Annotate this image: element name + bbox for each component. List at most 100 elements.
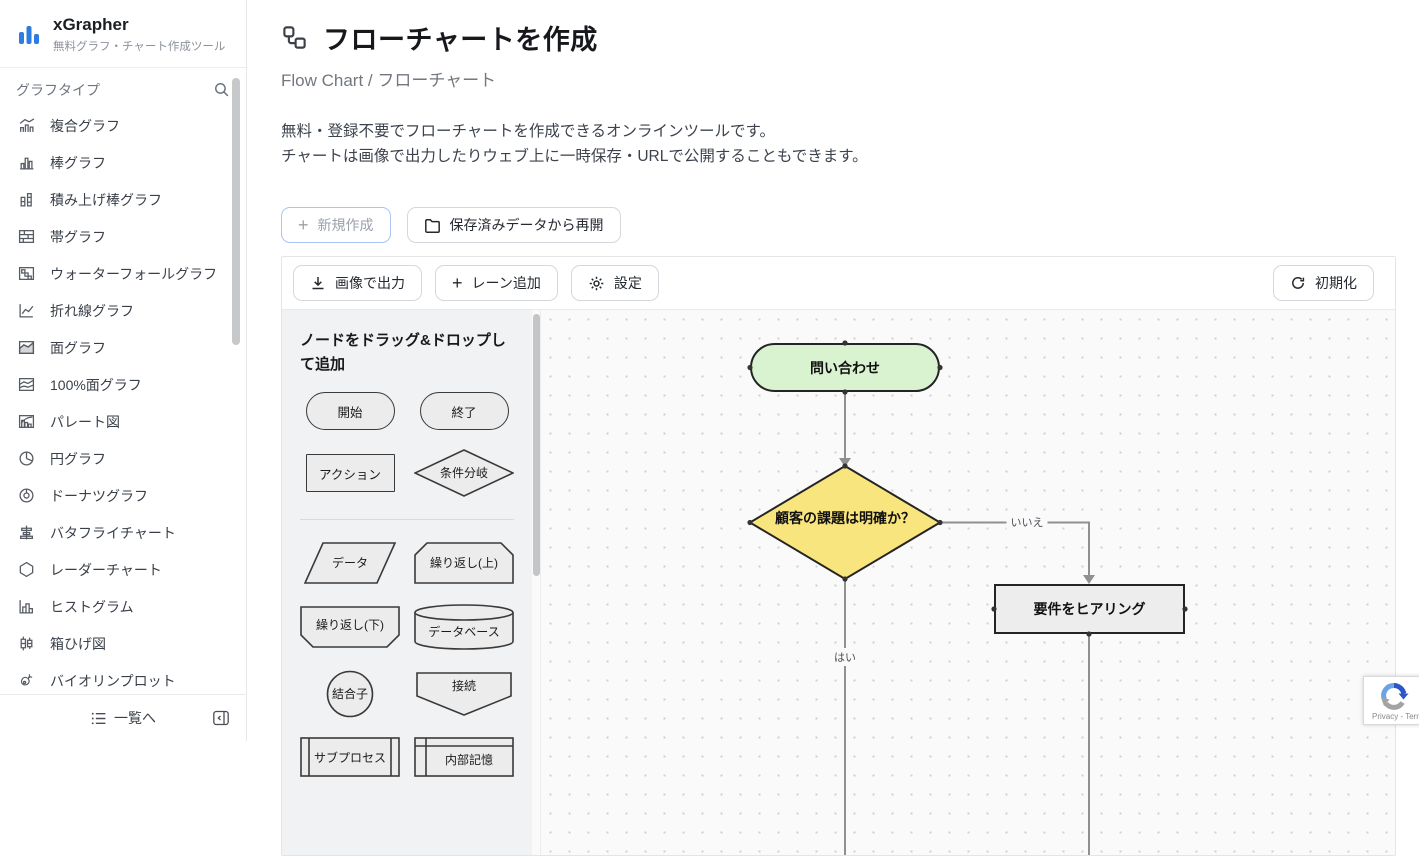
- sidebar-item-line-chart[interactable]: 折れ線グラフ: [0, 292, 246, 329]
- palette-node-label: 条件分岐: [440, 466, 488, 480]
- search-icon[interactable]: [213, 81, 230, 98]
- main-content: フローチャートを作成 Flow Chart / フローチャート 無料・登録不要で…: [247, 0, 1419, 741]
- sidebar-item-label: 積み上げ棒グラフ: [50, 190, 162, 210]
- workflow-icon: [281, 24, 308, 51]
- graph-type-filter-row: [0, 68, 246, 107]
- palette-node-off-page[interactable]: 接続: [416, 672, 512, 716]
- sidebar-item-label: 100%面グラフ: [50, 375, 142, 395]
- new-creation-label: 新規作成: [318, 215, 374, 235]
- canvas-node-start[interactable]: 問い合わせ: [750, 343, 940, 392]
- palette-scrollbar[interactable]: [532, 310, 541, 856]
- palette-node-loop-end[interactable]: 繰り返し(下): [300, 606, 400, 648]
- palette-node-loop-start[interactable]: 繰り返し(上): [414, 542, 514, 584]
- page-title-row: フローチャートを作成: [281, 18, 1396, 57]
- logo-row[interactable]: xGrapher 無料グラフ・チャート作成ツール: [0, 0, 246, 68]
- pie-chart-icon: [18, 450, 35, 467]
- sidebar-item-waterfall-chart[interactable]: ウォーターフォールグラフ: [0, 255, 246, 292]
- sidebar: xGrapher 無料グラフ・チャート作成ツール 複合グラフ 棒グラフ 積み上げ…: [0, 0, 247, 741]
- sidebar-item-histogram[interactable]: ヒストグラム: [0, 588, 246, 625]
- download-icon: [310, 275, 326, 291]
- area-chart-icon: [18, 339, 35, 356]
- sidebar-item-pie-chart[interactable]: 円グラフ: [0, 440, 246, 477]
- sidebar-footer: 一覧へ: [0, 694, 246, 741]
- sidebar-item-label: 折れ線グラフ: [50, 301, 134, 321]
- canvas-node-process[interactable]: 要件をヒアリング: [994, 584, 1185, 634]
- butterfly-chart-icon: [18, 524, 35, 541]
- editor-workspace: ノードをドラッグ&ドロップして追加 開始 終了 アクション 条件分岐 データ: [282, 310, 1395, 856]
- sidebar-item-label: ドーナツグラフ: [50, 486, 148, 506]
- sidebar-item-label: 面グラフ: [50, 338, 106, 358]
- pareto-chart-icon: [18, 413, 35, 430]
- palette-node-label: 終了: [451, 402, 476, 421]
- arrowhead: [839, 458, 851, 467]
- palette-node-connector[interactable]: 結合子: [326, 670, 374, 718]
- list-icon: [90, 710, 107, 727]
- histogram-icon: [18, 598, 35, 615]
- reset-button[interactable]: 初期化: [1273, 265, 1374, 301]
- sidebar-item-radar-chart[interactable]: レーダーチャート: [0, 551, 246, 588]
- xgrapher-logo-icon: [16, 22, 42, 48]
- palette-node-decision[interactable]: 条件分岐: [414, 449, 514, 497]
- refresh-icon: [1290, 275, 1306, 291]
- line-chart-icon: [18, 302, 35, 319]
- box-plot-icon: [18, 635, 35, 652]
- recaptcha-logo: [1378, 680, 1410, 712]
- graph-type-search-input[interactable]: [16, 82, 186, 98]
- page-description: 無料・登録不要でフローチャートを作成できるオンラインツールです。 チャートは画像…: [281, 119, 1396, 169]
- new-creation-button[interactable]: + 新規作成: [281, 207, 391, 243]
- palette-node-database[interactable]: データベース: [414, 603, 514, 651]
- combo-chart-icon: [18, 117, 35, 134]
- palette-node-grid: 開始 終了 アクション 条件分岐 データ 繰り返し(上): [300, 392, 514, 777]
- palette-node-end[interactable]: 終了: [420, 392, 509, 430]
- folder-icon: [424, 217, 441, 234]
- sidebar-item-bar-chart[interactable]: 棒グラフ: [0, 144, 246, 181]
- recaptcha-badge[interactable]: Privacy - Terms: [1363, 676, 1419, 725]
- flowchart-edges-layer: [541, 310, 1395, 856]
- palette-node-subprocess[interactable]: サブプロセス: [300, 737, 400, 777]
- flowchart-editor: 画像で出力 + レーン追加 設定 初期化: [281, 256, 1396, 856]
- reset-label: 初期化: [1315, 273, 1357, 293]
- palette-scrollbar-thumb[interactable]: [533, 314, 540, 576]
- sidebar-item-label: 箱ひげ図: [50, 634, 106, 654]
- sidebar-item-label: 棒グラフ: [50, 153, 106, 173]
- page-title: フローチャートを作成: [323, 18, 598, 57]
- sidebar-item-pareto-chart[interactable]: パレート図: [0, 403, 246, 440]
- sidebar-item-label: 帯グラフ: [50, 227, 106, 247]
- palette-node-data[interactable]: データ: [304, 542, 396, 584]
- sidebar-item-donut-chart[interactable]: ドーナツグラフ: [0, 477, 246, 514]
- export-image-label: 画像で出力: [335, 273, 405, 293]
- app-subtitle: 無料グラフ・チャート作成ツール: [53, 38, 225, 54]
- band-chart-icon: [18, 228, 35, 245]
- add-lane-button[interactable]: + レーン追加: [435, 265, 558, 301]
- palette-node-label: データ: [332, 555, 368, 570]
- breadcrumb: Flow Chart / フローチャート: [281, 66, 1396, 91]
- sidebar-item-combo-chart[interactable]: 複合グラフ: [0, 107, 246, 144]
- sidebar-item-band-chart[interactable]: 帯グラフ: [0, 218, 246, 255]
- waterfall-chart-icon: [18, 265, 35, 282]
- add-lane-label: レーン追加: [472, 273, 541, 293]
- sidebar-item-butterfly-chart[interactable]: バタフライチャート: [0, 514, 246, 551]
- palette-node-start[interactable]: 開始: [306, 392, 395, 430]
- settings-button[interactable]: 設定: [571, 265, 659, 301]
- sidebar-item-area-chart[interactable]: 面グラフ: [0, 329, 246, 366]
- palette-node-action[interactable]: アクション: [306, 454, 395, 492]
- palette-divider: [300, 519, 514, 520]
- palette-node-internal-storage[interactable]: 内部記憶: [414, 737, 514, 777]
- canvas-node-decision[interactable]: 顧客の課題は明確か？: [750, 508, 940, 528]
- resume-from-saved-button[interactable]: 保存済みデータから再開: [407, 207, 621, 243]
- sidebar-item-stacked-bar-chart[interactable]: 積み上げ棒グラフ: [0, 181, 246, 218]
- collapse-sidebar-button[interactable]: [212, 709, 230, 727]
- stacked-bar-chart-icon: [18, 191, 35, 208]
- recaptcha-privacy-terms[interactable]: Privacy - Terms: [1364, 712, 1419, 721]
- export-image-button[interactable]: 画像で出力: [293, 265, 422, 301]
- sidebar-item-box-plot[interactable]: 箱ひげ図: [0, 625, 246, 662]
- description-line1: 無料・登録不要でフローチャートを作成できるオンラインツールです。: [281, 119, 1396, 144]
- to-list-link[interactable]: 一覧へ: [90, 708, 156, 728]
- flowchart-canvas[interactable]: 問い合わせ 要件をヒアリング: [541, 310, 1395, 856]
- sidebar-item-label: バイオリンプロット: [50, 671, 176, 691]
- sidebar-item-area-100-chart[interactable]: 100%面グラフ: [0, 366, 246, 403]
- palette-node-label: 結合子: [332, 686, 368, 701]
- palette-node-label: 内部記憶: [445, 752, 493, 767]
- sidebar-scrollbar-thumb[interactable]: [232, 78, 240, 345]
- edge-label-yes: はい: [830, 648, 860, 666]
